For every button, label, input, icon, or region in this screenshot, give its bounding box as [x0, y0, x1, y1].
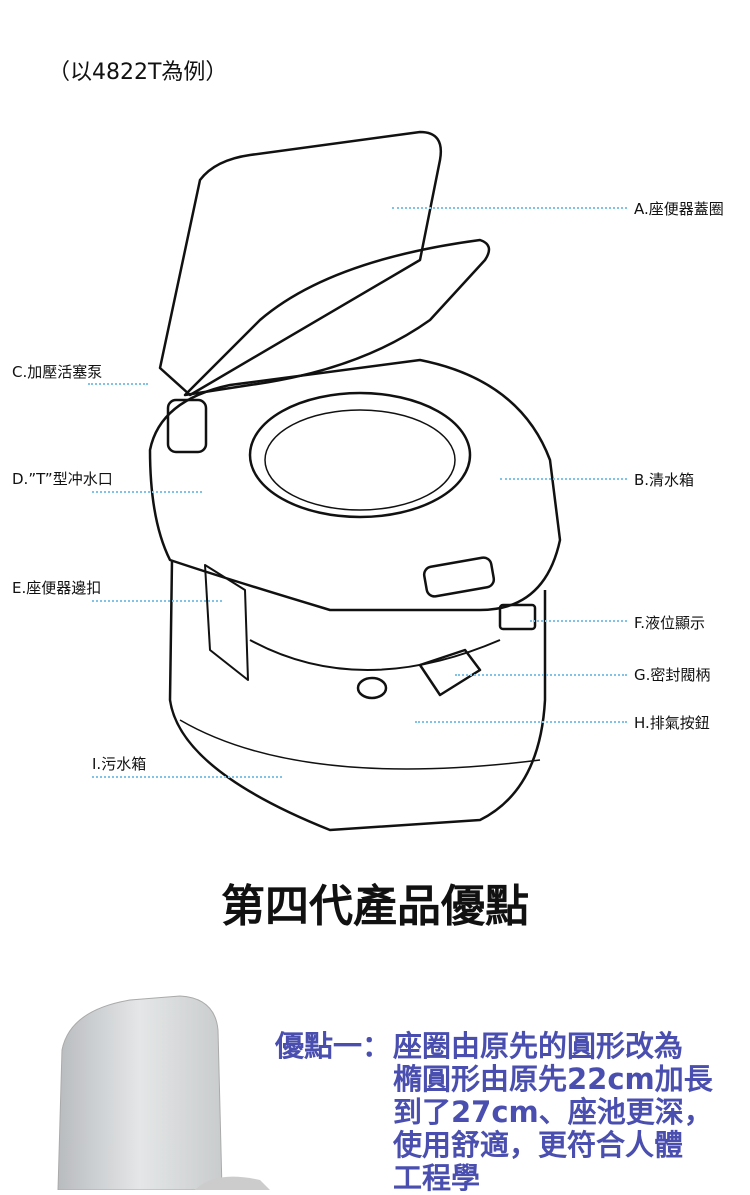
label-fresh-water-tank: B.清水箱: [634, 471, 695, 489]
model-note: （以4822T為例）: [48, 60, 228, 85]
advantage-line: 工程學: [393, 1161, 481, 1195]
advantage-line: 使用舒適，更符合人體: [393, 1128, 684, 1162]
bowl: [248, 391, 472, 519]
section-heading: 第四代產品優點: [221, 881, 529, 932]
label-level-indicator: F.液位顯示: [634, 614, 705, 632]
label-seat-cover: A.座便器蓋圈: [634, 200, 724, 218]
seat-ring: [183, 238, 491, 397]
advantage-line: 座圈由原先的圓形改為: [393, 1029, 684, 1063]
label-flush-outlet: D.”T”型冲水口: [12, 470, 113, 488]
advantage-block: 優點一：座圈由原先的圓形改為 橢圓形由原先22cm加長 到了27cm、座池更深，…: [275, 1030, 713, 1195]
advantage-lead: 優點一：: [275, 1029, 392, 1063]
pump: [166, 398, 208, 454]
label-vent-button: H.排氣按鈕: [634, 714, 710, 732]
label-seal-valve-handle: G.密封閥柄: [634, 666, 711, 684]
lower-tank: [168, 559, 547, 832]
label-waste-tank: I.污水箱: [92, 755, 147, 773]
label-side-latch: E.座便器邊扣: [12, 579, 102, 597]
lid: [158, 130, 443, 397]
upper-tank: [148, 358, 562, 612]
advantage-line: 橢圓形由原先22cm加長: [393, 1062, 713, 1096]
advantage-line: 到了27cm、座池更深，: [393, 1095, 713, 1129]
label-piston-pump: C.加壓活塞泵: [12, 363, 103, 381]
